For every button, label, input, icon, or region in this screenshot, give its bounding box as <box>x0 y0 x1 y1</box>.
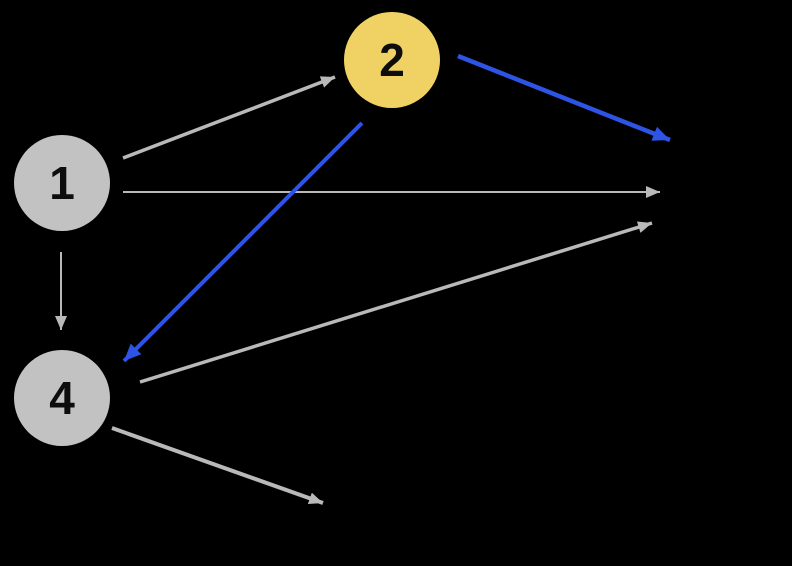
edge-1-to-2 <box>122 75 336 160</box>
edge-4-to-lower-right <box>111 426 324 505</box>
node-2: 2 <box>344 12 440 108</box>
edge-2-to-right <box>457 53 671 143</box>
node-1-circle <box>14 135 110 231</box>
edge-4-to-upper-right <box>139 221 653 384</box>
nodes-layer: 1 2 4 <box>14 12 440 446</box>
node-2-label: 2 <box>379 34 405 86</box>
node-2-circle <box>344 12 440 108</box>
node-4: 4 <box>14 350 110 446</box>
edge-2-to-4 <box>122 121 364 363</box>
node-1: 1 <box>14 135 110 231</box>
node-1-label: 1 <box>49 157 75 209</box>
node-4-circle <box>14 350 110 446</box>
edges-layer <box>55 53 671 505</box>
node-4-label: 4 <box>49 372 75 424</box>
